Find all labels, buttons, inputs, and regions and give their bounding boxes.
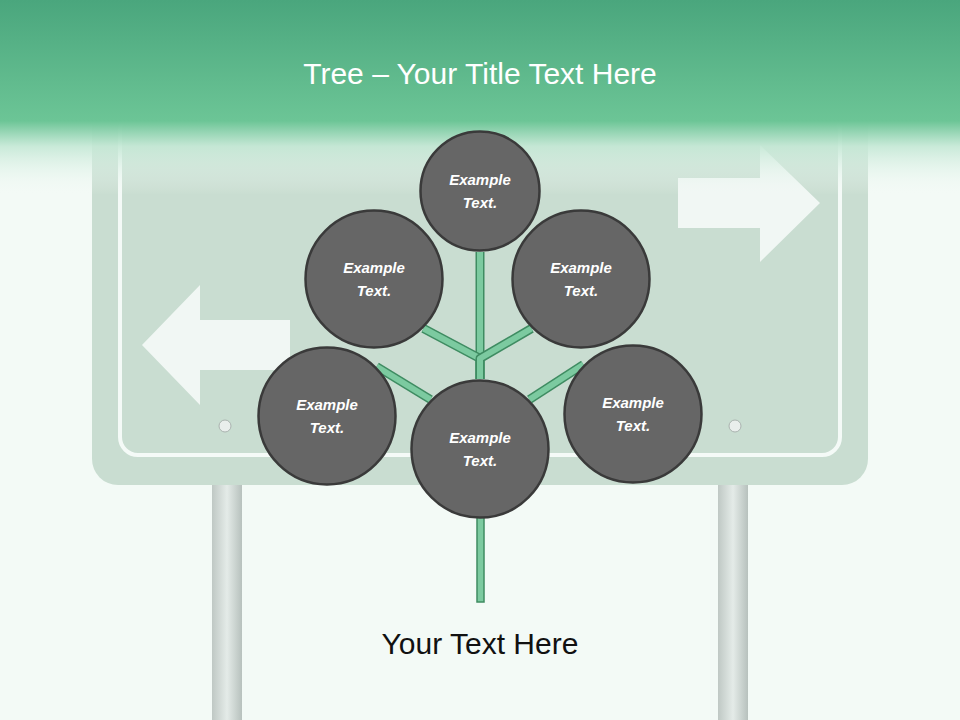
- circle-outline: [412, 381, 549, 518]
- circle-node: Example Text.: [563, 344, 703, 484]
- text-group: Example Text.: [596, 391, 670, 437]
- branch-fill: [480, 329, 532, 380]
- circle-shape: [257, 346, 397, 486]
- text-group: Example Text.: [448, 168, 512, 214]
- circle-shape: [511, 209, 651, 349]
- sign-post: [718, 470, 748, 720]
- sign-post: [212, 470, 242, 720]
- sign-bolt: [219, 420, 231, 432]
- node-label: Example Text.: [443, 426, 517, 472]
- text-group: Example Text.: [443, 426, 517, 472]
- tree-branch: [480, 329, 532, 380]
- branch-fill: [424, 329, 481, 380]
- node-label: Example Text.: [544, 256, 618, 302]
- text-group: Example Text.: [337, 256, 411, 302]
- node-label: Example Text.: [448, 168, 512, 214]
- circle-node: Example Text.: [257, 346, 397, 486]
- tree-stem: [477, 510, 484, 602]
- node-label: Example Text.: [596, 391, 670, 437]
- node-label: Example Text.: [337, 256, 411, 302]
- circle-outline: [421, 132, 540, 251]
- text-group: Example Text.: [544, 256, 618, 302]
- caption-text: Your Text Here: [0, 624, 960, 664]
- circle-shape: [410, 379, 550, 519]
- circle-node: Example Text.: [304, 209, 444, 349]
- circle-node: Example Text.: [511, 209, 651, 349]
- circle-outline: [513, 211, 650, 348]
- branch-outline: [424, 329, 481, 380]
- text-group: Example Text.: [290, 393, 364, 439]
- tree-branch: [424, 329, 481, 380]
- branch-outline: [480, 329, 532, 380]
- circle-node: Example Text.: [410, 379, 550, 519]
- circle-shape: [304, 209, 444, 349]
- circle-outline: [565, 346, 702, 483]
- circle-outline: [306, 211, 443, 348]
- title-text: Tree – Your Title Text Here: [0, 54, 960, 94]
- circle-shape: [563, 344, 703, 484]
- circle-shape: [419, 130, 541, 252]
- circle-outline: [259, 348, 396, 485]
- node-label: Example Text.: [290, 393, 364, 439]
- circle-node: Example Text.: [419, 130, 541, 252]
- sign-bolt: [729, 420, 741, 432]
